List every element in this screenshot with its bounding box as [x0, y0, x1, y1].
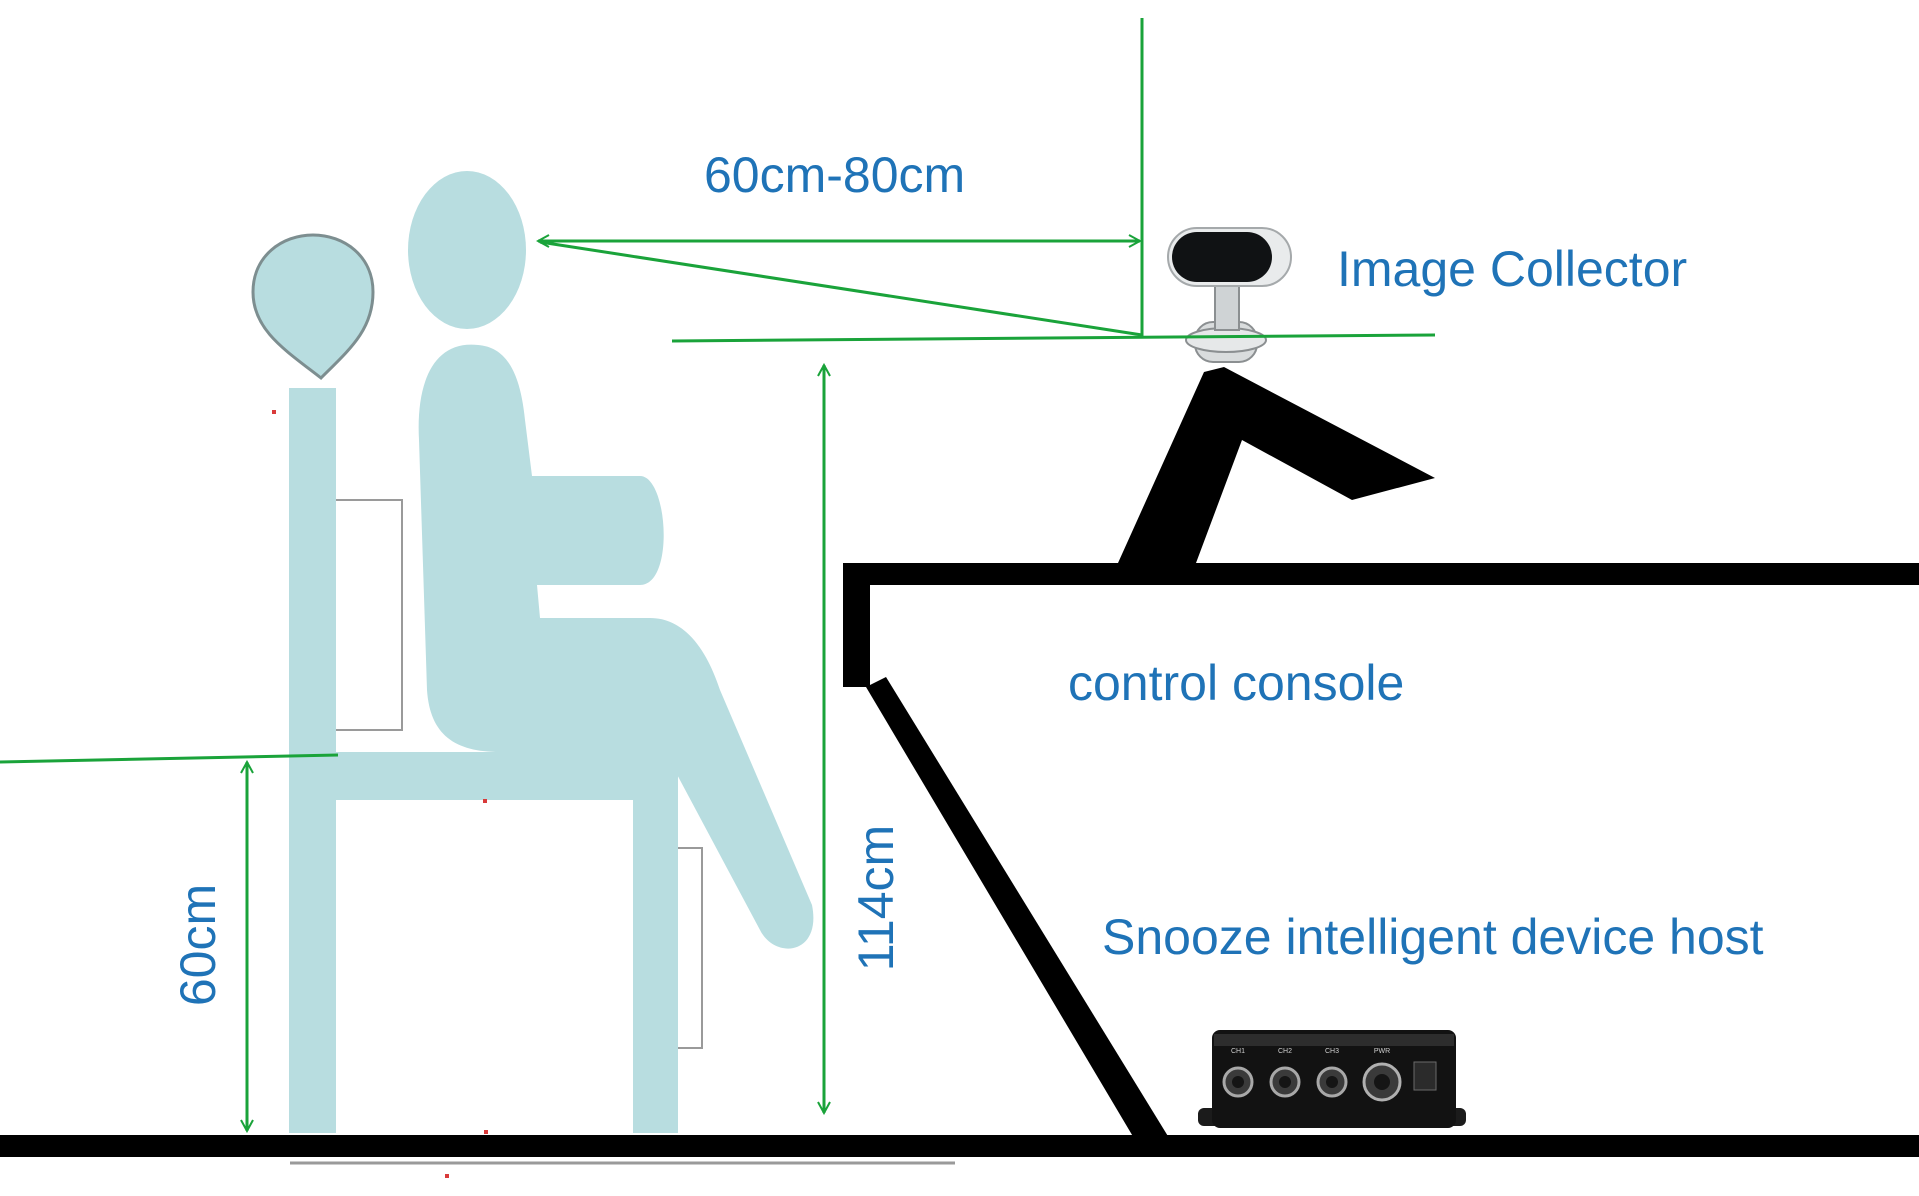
- floor: [0, 1135, 1919, 1157]
- chair-back-cushion: [334, 499, 403, 731]
- connector-pin: [1232, 1076, 1244, 1088]
- chair-seat: [336, 752, 678, 800]
- port-label: CH3: [1325, 1048, 1339, 1055]
- distance-label: 60cm-80cm: [704, 147, 966, 203]
- red-mark: [484, 1130, 488, 1134]
- port-label: PWR: [1374, 1048, 1390, 1055]
- chair-back-post: [289, 388, 336, 1133]
- connector-pin: [1326, 1076, 1338, 1088]
- image-collector-device: [1167, 227, 1292, 287]
- control-console: [843, 563, 1919, 1150]
- seat-height-guide: [0, 753, 339, 764]
- chair-headrest: [251, 233, 375, 380]
- stray-marks: [272, 410, 488, 1178]
- mount-neck: [1214, 283, 1240, 331]
- chair: [251, 233, 703, 1133]
- connector-pin: [1374, 1074, 1390, 1090]
- camera-horizontal-guide: [671, 333, 1436, 343]
- sight-line: [539, 240, 1143, 337]
- connector-pin: [1279, 1076, 1291, 1088]
- port-label: CH2: [1278, 1048, 1292, 1055]
- person-head: [408, 171, 526, 329]
- console-top: [843, 563, 1919, 585]
- port-label: CH1: [1231, 1048, 1245, 1055]
- seated-person: [408, 171, 814, 949]
- chair-front-leg: [633, 752, 678, 1133]
- red-mark: [483, 799, 487, 803]
- control-console-label: control console: [1068, 655, 1405, 711]
- device-host-label: Snooze intelligent device host: [1102, 909, 1764, 965]
- device-host: CH1 CH2 CH3 PWR: [1198, 1030, 1466, 1128]
- camera-height-label: 114cm: [848, 824, 904, 972]
- person-body: [418, 344, 814, 949]
- console-front-edge: [843, 585, 870, 687]
- mount-arm: [1118, 367, 1435, 563]
- mount-base: [1185, 327, 1267, 353]
- console-support: [866, 677, 1174, 1150]
- red-mark: [445, 1174, 449, 1178]
- image-collector-label: Image Collector: [1337, 241, 1688, 297]
- camera-mount: [1118, 283, 1435, 563]
- red-mark: [272, 410, 276, 414]
- guides: [0, 18, 1436, 1131]
- camera-lens-panel: [1172, 232, 1272, 282]
- host-top: [1214, 1034, 1454, 1046]
- seat-height-label: 60cm: [170, 883, 226, 1007]
- host-switch: [1413, 1061, 1437, 1091]
